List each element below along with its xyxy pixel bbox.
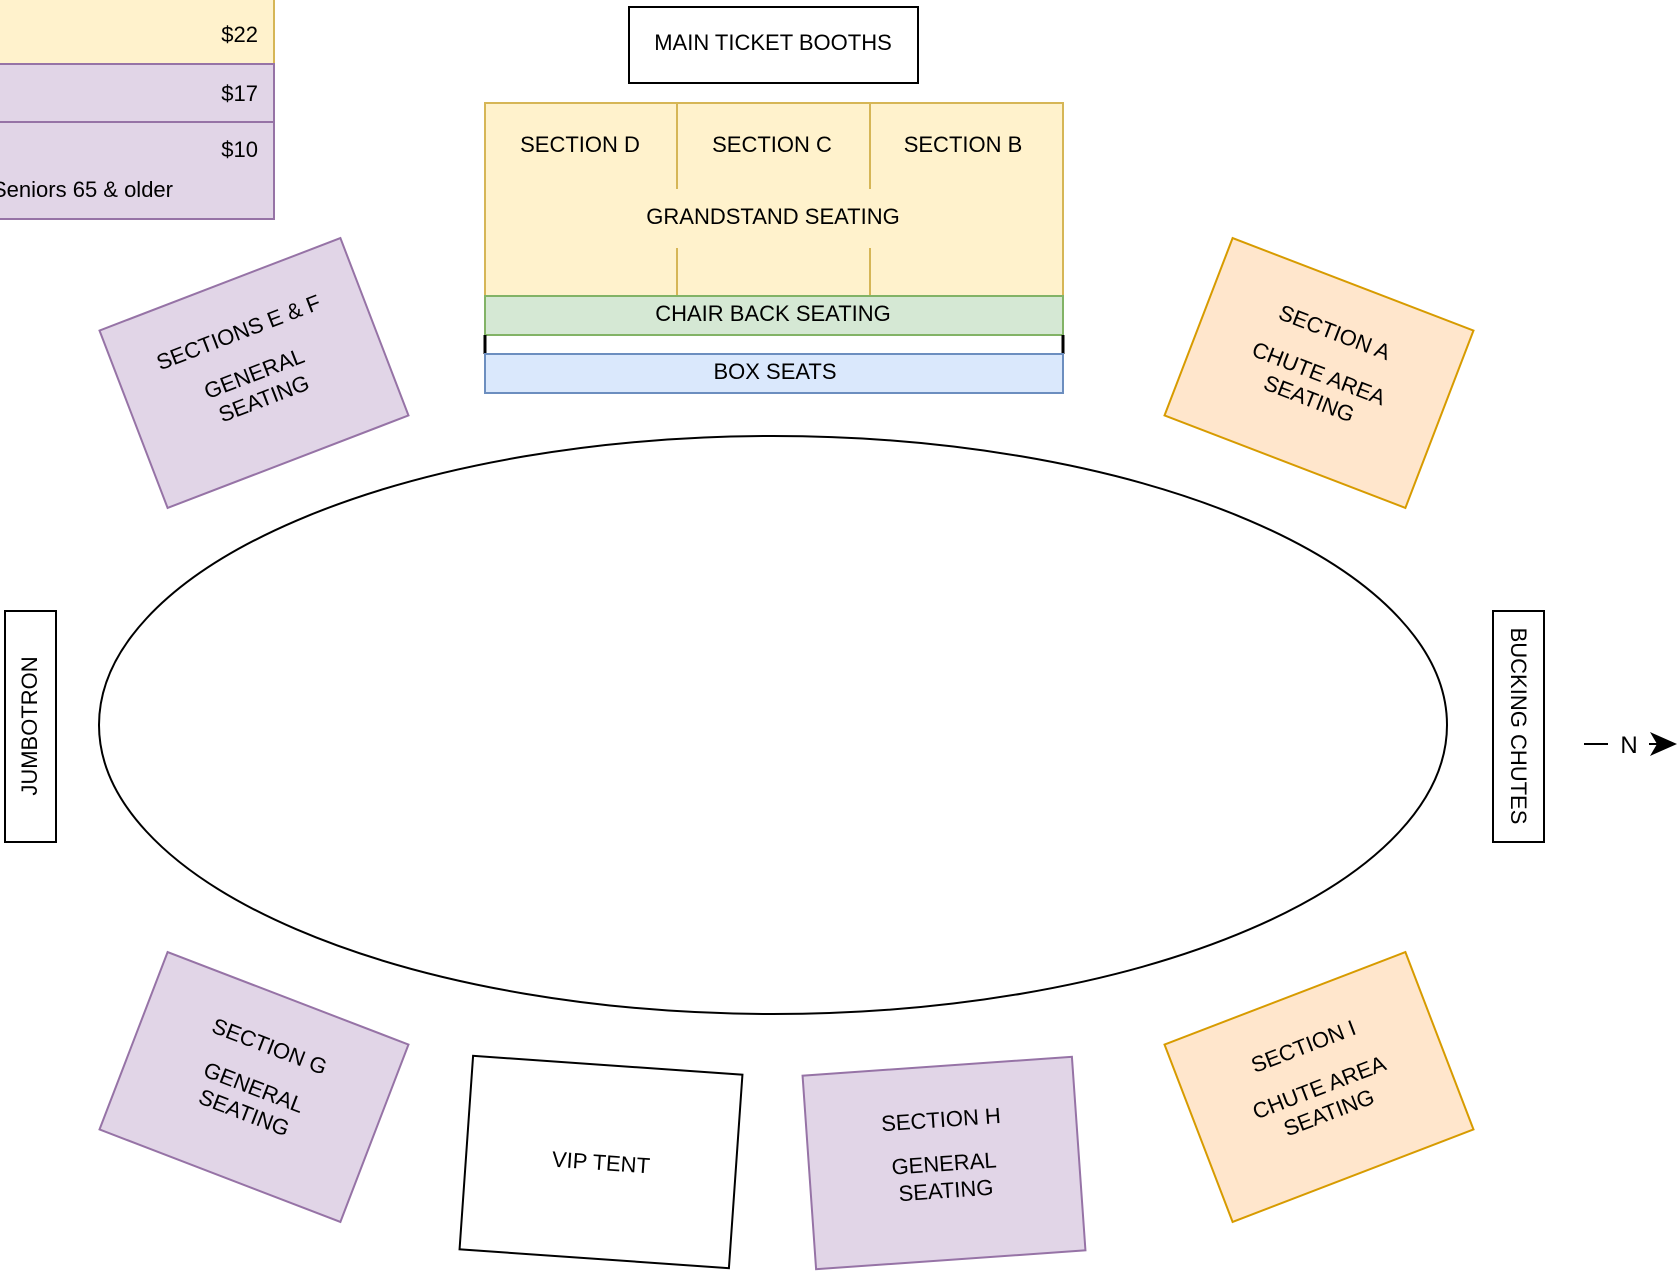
bucking-chutes-box [1492,610,1545,843]
section-c-label: SECTION C [712,132,832,157]
compass-north: N [1584,732,1677,759]
section-i: SECTION I CHUTE AREA SEATING [1163,950,1475,1224]
booths-label: MAIN TICKET BOOTHS [654,30,892,55]
jumbotron: JUMBOTRON [4,610,57,843]
section-d-label: SECTION D [520,132,640,157]
section-g: SECTION G GENERAL SEATING [98,950,410,1224]
section-h: SECTION H GENERAL SEATING [801,1055,1087,1271]
booths-box [628,6,919,84]
section-ef: SECTIONS E & F GENERAL SEATING [98,236,410,510]
bucking-chutes-label: BUCKING CHUTES [1506,628,1531,825]
price-10-note: Seniors 65 & older [0,177,173,202]
price-row-10 [0,121,275,220]
section-b-label: SECTION B [904,132,1023,157]
arena-ellipse [98,435,1448,1015]
main-ticket-booths: MAIN TICKET BOOTHS [628,6,919,84]
section-a: SECTION A CHUTE AREA SEATING [1163,236,1475,510]
price-22-label: $22 [221,22,258,47]
section-g-box [98,950,410,1224]
vip-tent: VIP TENT [458,1054,744,1270]
price-10-label: $10 [221,137,258,162]
jumbotron-box [4,610,57,843]
price-row-22 [0,0,275,65]
jumbotron-label: JUMBOTRON [17,656,42,795]
vip-tent-box [458,1054,744,1270]
grandstand-label: GRANDSTAND SEATING [646,204,899,229]
section-i-box [1163,950,1475,1224]
section-ef-box [98,236,410,510]
box-seats [484,353,1064,394]
bucking-chutes: BUCKING CHUTES [1492,610,1545,843]
section-a-box [1163,236,1475,510]
arrow-right-icon [1650,732,1677,756]
price-legend: $22 $17 $10 Seniors 65 & older [0,0,275,220]
box-seats-label: BOX SEATS [713,359,836,384]
price-17-label: $17 [221,81,258,106]
chair-back-seating [484,295,1064,336]
chair-back-label: CHAIR BACK SEATING [655,301,891,326]
grandstand-block [484,102,1064,297]
compass-label: N [1620,732,1637,759]
section-h-box [801,1055,1087,1271]
grandstand: SECTION D SECTION C SECTION B GRANDSTAND… [483,102,1065,394]
price-row-17 [0,63,275,123]
